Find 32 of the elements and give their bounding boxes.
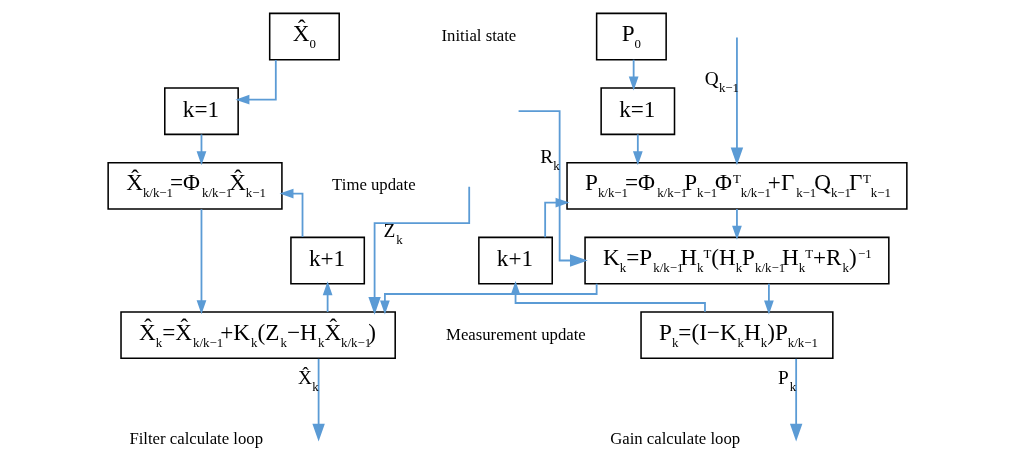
label: Time update xyxy=(331,175,416,195)
arrow xyxy=(517,110,588,267)
node-box: K$_{k}$=P$_{k/k−1}$H$_{k}$$^{T}$(H$_{k}$P$_{k/k−1}$H$_{k}$$^{T}$+R$_{k}$)$^{−1}$ xyxy=(583,236,890,285)
node-box: X̂$_{k/k−1}$=Φ$_{k/k−1}$X̂$_{k−1}$ xyxy=(106,161,283,210)
node-box: k+1 xyxy=(477,236,553,285)
label: Gain calculate loop xyxy=(609,428,740,448)
arrow xyxy=(196,208,206,315)
arrow xyxy=(628,58,638,91)
edge-label: P$_{k}$ xyxy=(777,367,796,395)
arrow xyxy=(731,208,742,240)
edge-label: Z$_{k}$ xyxy=(382,220,403,248)
arrow xyxy=(789,357,802,442)
label: Filter calculate loop xyxy=(128,428,263,448)
arrow xyxy=(279,188,303,238)
arrow xyxy=(763,282,774,315)
node-box: k=1 xyxy=(599,87,675,136)
arrow xyxy=(322,281,332,313)
label: Initial state xyxy=(441,25,516,45)
label: Measurement update xyxy=(445,324,586,344)
arrow xyxy=(235,59,277,105)
node-box: P$_{k}$=(I−K$_{k}$H$_{k}$)P$_{k/k−1}$ xyxy=(639,311,834,360)
node-box: k+1 xyxy=(289,236,365,285)
node-box: P$_{0}$ xyxy=(595,12,667,61)
node-box: X̂$_{0}$ xyxy=(268,12,340,61)
arrow xyxy=(730,36,743,166)
node-box: X̂$_{k}$=X̂$_{k/k−1}$+K$_{k}$(Z$_{k}$−H$_{k}$X̂$_{k/k−1}$) xyxy=(119,311,396,360)
arrow xyxy=(510,281,706,313)
arrow xyxy=(379,282,598,315)
arrow xyxy=(367,185,470,315)
arrow xyxy=(311,357,325,442)
node-box: k=1 xyxy=(163,87,239,136)
arrow xyxy=(632,133,643,166)
